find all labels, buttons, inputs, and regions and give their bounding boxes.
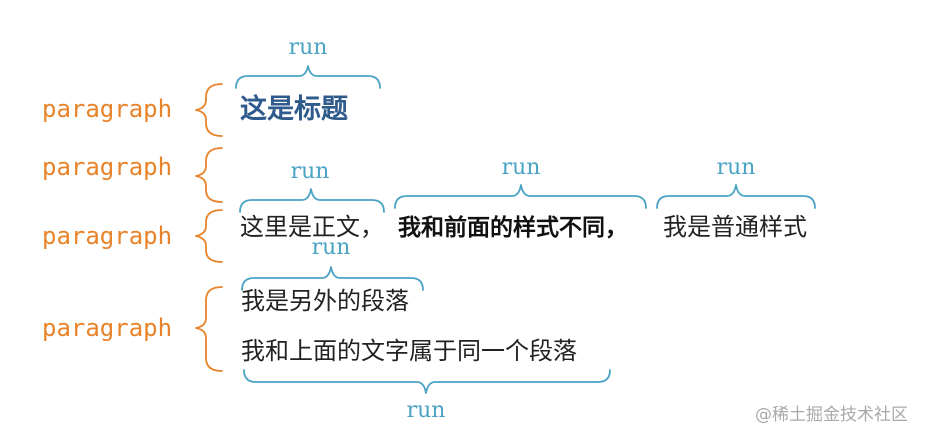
watermark-text: @稀土掘金技术社区 — [755, 405, 908, 425]
run-brace-para4-top — [241, 266, 424, 291]
paragraph-label-2: paragraph — [42, 153, 172, 181]
run-label-body-1: run — [291, 159, 330, 184]
run-text-normal-1: 这里是正文， — [240, 213, 384, 241]
heading-title-text: 这是标题 — [240, 93, 348, 125]
paragraph-4-line-2: 我和上面的文字属于同一个段落 — [241, 337, 577, 365]
run-brace-title — [235, 65, 381, 89]
run-label-para4-top: run — [312, 235, 351, 260]
run-brace-para4-bottom — [243, 369, 611, 394]
paragraph-brace-1 — [195, 83, 223, 137]
run-label-para4-bottom: run — [407, 398, 446, 423]
paragraph-label-3: paragraph — [42, 222, 172, 250]
run-text-bold: 我和前面的样式不同， — [398, 214, 628, 241]
run-text-normal-2: 我是普通样式 — [663, 213, 807, 241]
paragraph-brace-3 — [195, 209, 223, 263]
run-label-body-2: run — [502, 155, 541, 180]
run-label-title: run — [289, 35, 328, 60]
paragraph-brace-2 — [195, 147, 223, 203]
paragraph-brace-4 — [195, 286, 223, 372]
paragraph-label-4: paragraph — [42, 314, 172, 342]
run-brace-body-2 — [394, 184, 647, 209]
run-label-body-3: run — [717, 155, 756, 180]
paragraph-4-line-1: 我是另外的段落 — [241, 287, 409, 315]
run-brace-body-1 — [239, 188, 385, 213]
paragraph-label-1: paragraph — [42, 95, 172, 123]
run-brace-body-3 — [656, 184, 816, 209]
